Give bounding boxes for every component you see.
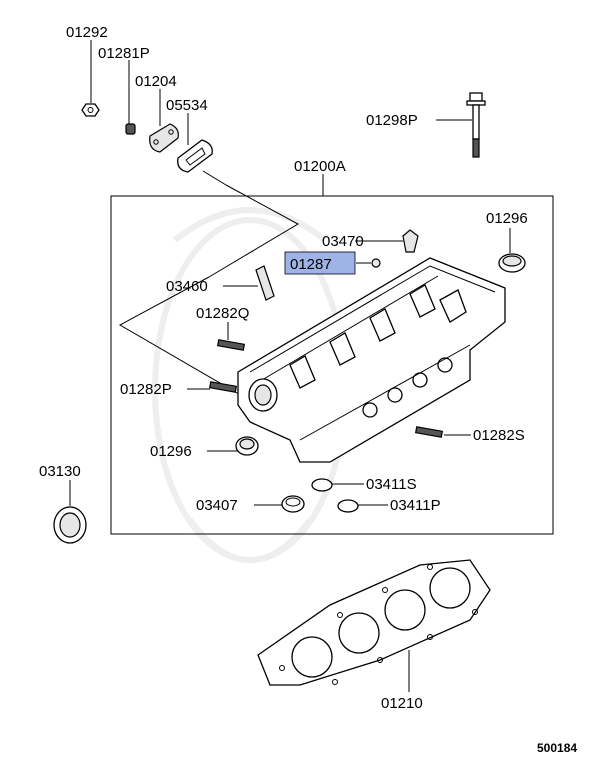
stud-s-part[interactable] bbox=[414, 426, 444, 438]
label-03460[interactable]: 03460 bbox=[166, 278, 208, 295]
label-01282P[interactable]: 01282P bbox=[120, 381, 172, 398]
label-01281P[interactable]: 01281P bbox=[98, 45, 150, 62]
label-05534[interactable]: 05534 bbox=[166, 97, 208, 114]
label-03411P[interactable]: 03411P bbox=[390, 497, 441, 514]
seal-p-part[interactable] bbox=[337, 499, 359, 513]
cover-plate-part[interactable] bbox=[149, 123, 179, 153]
oil-seal-part[interactable] bbox=[53, 506, 87, 544]
label-01296-top[interactable]: 01296 bbox=[486, 210, 528, 227]
nut-part[interactable] bbox=[81, 103, 100, 117]
label-03411S[interactable]: 03411S bbox=[366, 476, 417, 493]
seal-ring-part[interactable] bbox=[281, 495, 305, 513]
bolt-part[interactable] bbox=[466, 92, 486, 158]
label-01287[interactable]: 01287 bbox=[290, 256, 332, 273]
valve-guide-part[interactable] bbox=[402, 229, 419, 253]
diagram-code: 500184 bbox=[537, 741, 577, 755]
label-01282S[interactable]: 01282S bbox=[473, 427, 525, 444]
valve-guide-long-part[interactable] bbox=[255, 265, 275, 301]
label-01210[interactable]: 01210 bbox=[381, 695, 423, 712]
stud-p-part[interactable] bbox=[208, 381, 238, 393]
label-01282Q[interactable]: 01282Q bbox=[196, 305, 249, 322]
head-gasket-part[interactable] bbox=[257, 559, 491, 686]
cap-plug-top-part[interactable] bbox=[498, 253, 526, 273]
label-01204[interactable]: 01204 bbox=[135, 73, 177, 90]
label-01292[interactable]: 01292 bbox=[66, 24, 108, 41]
label-01200A[interactable]: 01200A bbox=[294, 158, 346, 175]
cap-plug-bottom-part[interactable] bbox=[235, 436, 259, 456]
label-03407[interactable]: 03407 bbox=[196, 497, 238, 514]
cylinder-head-assembly-box bbox=[110, 195, 554, 535]
highlight-box bbox=[284, 251, 356, 275]
label-03130[interactable]: 03130 bbox=[39, 463, 81, 480]
stud-part[interactable] bbox=[125, 123, 136, 135]
label-01298P[interactable]: 01298P bbox=[366, 112, 418, 129]
stud-q-part[interactable] bbox=[216, 339, 246, 351]
cylinder-head-part[interactable] bbox=[237, 257, 506, 463]
label-03470[interactable]: 03470 bbox=[322, 233, 364, 250]
label-01296-bottom[interactable]: 01296 bbox=[150, 443, 192, 460]
plug-part[interactable] bbox=[371, 258, 381, 268]
seal-s-part[interactable] bbox=[311, 478, 333, 492]
gasket-part[interactable] bbox=[177, 139, 213, 173]
